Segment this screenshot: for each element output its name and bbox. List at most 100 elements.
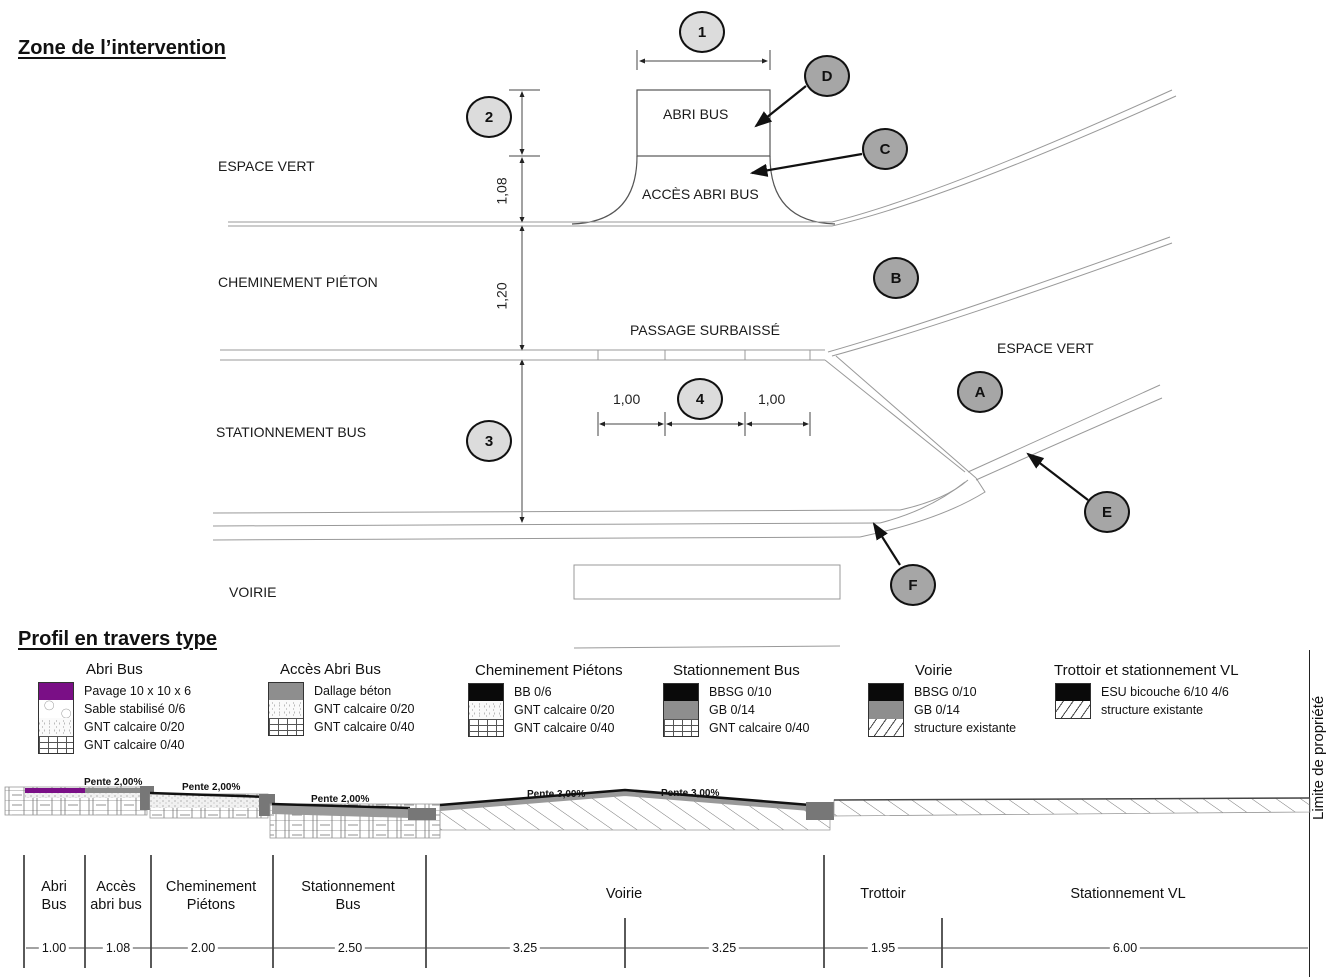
band-width-acces-abri-bus: 1.08 — [102, 941, 134, 955]
legend-item: BB 0/6 — [468, 683, 623, 701]
layer-voirie-bbsg — [439, 788, 811, 807]
band-dividers — [23, 855, 1308, 968]
dim-acces-depth: 1,08 — [493, 177, 510, 205]
callout-f: F — [890, 564, 936, 606]
callout-c: C — [862, 128, 908, 170]
band-width-stationnement-vl: 6.00 — [1109, 941, 1141, 955]
swatch-gnt-020 — [38, 718, 74, 736]
swatch-structure-existante — [1055, 701, 1091, 719]
legend-item: Pavage 10 x 10 x 6 — [38, 682, 191, 700]
layer-cheminement-bb — [149, 791, 269, 799]
cross-section — [4, 786, 1311, 839]
road-marking — [573, 564, 841, 600]
zone-label-acces-abri-bus: ACCÈS ABRI BUS — [642, 186, 759, 202]
profile-title: Profil en travers type — [18, 628, 217, 650]
legend-title: Trottoir et stationnement VL — [1054, 662, 1239, 679]
legend-title: Accès Abri Bus — [280, 661, 381, 678]
band-label-stationnement-vl: Stationnement VL — [1070, 886, 1186, 902]
layer-voirie-existing — [439, 792, 831, 831]
slope-label-voirie-right: Pente 3,00% — [661, 788, 720, 799]
dim-cheminement-width: 1,20 — [493, 282, 510, 310]
plan-drawing — [212, 50, 1177, 649]
legend-item: structure existante — [868, 719, 1016, 737]
band-label-voirie: Voirie — [605, 886, 643, 902]
callout-e: E — [1084, 491, 1130, 533]
swatch-bbsg — [663, 683, 699, 701]
swatch-gnt-020 — [468, 701, 504, 719]
plan-title: Zone de l’intervention — [18, 37, 226, 59]
callout-4: 4 — [677, 378, 723, 420]
legend-title: Abri Bus — [86, 661, 143, 678]
legend-item: GB 0/14 — [868, 701, 1016, 719]
zone-label-stationnement-bus: STATIONNEMENT BUS — [216, 424, 367, 440]
layer-cheminement-gnt020 — [150, 794, 268, 808]
dim-passage-left: 1,00 — [613, 391, 641, 407]
legend-item: GNT calcaire 0/20 — [268, 700, 415, 718]
swatch-pavage — [38, 682, 74, 700]
slope-label-voirie-left: Pente 3,00% — [527, 789, 586, 800]
swatch-gb — [663, 701, 699, 719]
legend-item: GNT calcaire 0/40 — [38, 736, 191, 754]
band-width-voirie-right: 3.25 — [708, 941, 740, 955]
road-marking-2 — [573, 645, 841, 649]
layer-trottoir-existing — [833, 797, 1311, 817]
swatch-gnt-040 — [663, 719, 699, 737]
legend-item: GNT calcaire 0/20 — [38, 718, 191, 736]
leader-arrows — [749, 85, 1089, 566]
swatch-gnt-040 — [38, 736, 74, 754]
curb-lines — [212, 89, 1177, 541]
zone-label-passage-surbaisse: PASSAGE SURBAISSÉ — [630, 322, 780, 338]
legend-item: Sable stabilisé 0/6 — [38, 700, 191, 718]
dim-line-4 — [597, 412, 811, 436]
swatch-bbsg — [868, 683, 904, 701]
swatch-esu — [1055, 683, 1091, 701]
zone-label-espace-vert-left: ESPACE VERT — [218, 158, 315, 174]
legend-item: BBSG 0/10 — [868, 683, 1016, 701]
legend-item: BBSG 0/10 — [663, 683, 810, 701]
legend-title: Cheminement Piétons — [475, 662, 623, 679]
band-width-stationnement-bus: 2.50 — [334, 941, 366, 955]
callout-1: 1 — [679, 11, 725, 53]
zone-label-abri-bus: ABRI BUS — [663, 106, 729, 122]
swatch-bb — [468, 683, 504, 701]
band-width-cheminement: 2.00 — [187, 941, 219, 955]
layer-acces-dallage — [85, 788, 143, 793]
swatch-structure-existante — [868, 719, 904, 737]
swatch-gnt-040 — [468, 719, 504, 737]
swatch-sable — [38, 700, 74, 718]
legend-item: GNT calcaire 0/40 — [268, 718, 415, 736]
zone-label-espace-vert-right: ESPACE VERT — [997, 340, 1094, 356]
slope-label-stationnement: Pente 2,00% — [311, 794, 370, 805]
swatch-gb — [868, 701, 904, 719]
callout-3: 3 — [466, 420, 512, 462]
dim-line-1 — [636, 50, 771, 70]
legend-cheminement-pietons: Cheminement Piétons BB 0/6 GNT calcaire … — [468, 662, 623, 737]
legend-item: structure existante — [1055, 701, 1239, 719]
legend-abri-bus: Abri Bus Pavage 10 x 10 x 6 Sable stabil… — [38, 661, 191, 754]
zone-label-voirie: VOIRIE — [229, 584, 277, 600]
legend-item: GNT calcaire 0/40 — [663, 719, 810, 737]
band-width-voirie-left: 3.25 — [509, 941, 541, 955]
legend-item: ESU bicouche 6/10 4/6 — [1055, 683, 1239, 701]
band-width-abri-bus: 1.00 — [38, 941, 70, 955]
vertical-dim-chain — [509, 89, 540, 523]
slope-label-abri: Pente 2,00% — [84, 777, 143, 788]
layer-trottoir-esu — [833, 797, 1311, 801]
legend-acces-abri-bus: Accès Abri Bus Dallage béton GNT calcair… — [268, 661, 415, 736]
property-limit-line — [1309, 650, 1310, 977]
band-label-trottoir: Trottoir — [860, 886, 906, 902]
layer-abri-pavage — [25, 788, 85, 793]
legend-item: GNT calcaire 0/20 — [468, 701, 623, 719]
legend-title: Voirie — [915, 662, 953, 679]
layer-stationnement-bbsg — [271, 802, 411, 810]
dim-passage-right: 1,00 — [758, 391, 786, 407]
legend-trottoir-stationnement-vl: Trottoir et stationnement VL ESU bicouch… — [1054, 662, 1239, 719]
curb-3 — [806, 802, 834, 820]
callout-b: B — [873, 257, 919, 299]
legend-item: GB 0/14 — [663, 701, 810, 719]
callout-d: D — [804, 55, 850, 97]
